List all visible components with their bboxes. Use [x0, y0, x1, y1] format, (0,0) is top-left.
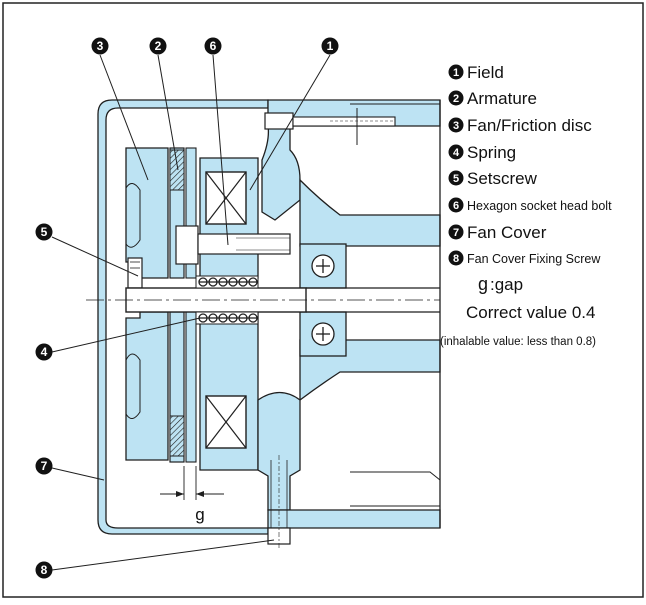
svg-text:Spring: Spring	[467, 143, 516, 162]
fan-cover	[97, 99, 269, 535]
svg-text:Hexagon socket head bolt: Hexagon socket head bolt	[467, 199, 612, 213]
callout-2: 2	[149, 37, 167, 55]
callout-4: 4	[35, 343, 53, 361]
callout-5: 5	[35, 223, 53, 241]
svg-text:Fan/Friction disc: Fan/Friction disc	[467, 116, 592, 135]
svg-text:7: 7	[41, 459, 48, 473]
svg-text:3: 3	[97, 39, 104, 53]
svg-text:3: 3	[453, 120, 459, 132]
callout-8: 8	[35, 561, 53, 579]
hex-bolt-shank	[197, 233, 291, 255]
setscrew	[127, 257, 143, 289]
svg-text:6: 6	[453, 200, 459, 212]
svg-text:4: 4	[453, 147, 460, 159]
svg-text::gap: :gap	[490, 275, 523, 294]
filled-circle-number-badge-icon	[448, 64, 464, 80]
hatched-friction-lining	[169, 149, 185, 191]
legend-item-gap: g :gap	[478, 274, 523, 294]
hatched-friction-lining	[169, 415, 185, 457]
svg-text:Armature: Armature	[467, 89, 537, 108]
svg-text:2: 2	[453, 93, 459, 105]
bolt-head-top	[264, 112, 294, 130]
callout-3: 3	[91, 37, 109, 55]
svg-text:Field: Field	[467, 63, 504, 82]
filled-circle-number-badge-icon	[448, 197, 464, 213]
svg-text:8: 8	[41, 563, 48, 577]
legend-item-setscrew: 5 Setscrew	[448, 169, 538, 188]
hex-bolt-head	[175, 225, 199, 265]
motor-housing-lower	[257, 391, 301, 511]
filled-circle-number-badge-icon	[448, 117, 464, 133]
svg-text:Fan Cover Fixing Screw: Fan Cover Fixing Screw	[467, 252, 601, 266]
svg-text:2: 2	[155, 39, 162, 53]
svg-text:Fan Cover: Fan Cover	[467, 223, 547, 242]
leader-lines	[51, 54, 331, 571]
coil-spring	[198, 277, 258, 323]
callout-1: 1	[321, 37, 339, 55]
filled-circle-number-badge-icon	[448, 90, 464, 106]
svg-text:8: 8	[453, 253, 459, 265]
svg-text:6: 6	[210, 39, 217, 53]
legend-item-field: 1 Field	[448, 63, 504, 82]
svg-text:7: 7	[453, 227, 459, 239]
gap-symbol-label: g	[195, 505, 204, 524]
svg-text:1: 1	[327, 39, 334, 53]
gap-inhalable-value: (inhalable value: less than 0.8)	[440, 336, 596, 348]
legend-item-fan-cover-screw: 8 Fan Cover Fixing Screw	[448, 250, 601, 266]
svg-text:5: 5	[41, 225, 48, 239]
motor-housing-right	[299, 178, 441, 247]
filled-circle-number-badge-icon	[448, 250, 464, 266]
gap-symbol: g	[478, 274, 488, 294]
fan-friction-disc-lower	[125, 311, 169, 461]
gap-correct-value: Correct value 0.4	[466, 303, 595, 322]
svg-text:5: 5	[453, 173, 459, 185]
legend-item-fan-cover: 7 Fan Cover	[448, 223, 547, 242]
page-border	[2, 2, 644, 598]
bolt-shank-top	[292, 116, 396, 127]
svg-text:Setscrew: Setscrew	[467, 169, 538, 188]
filled-circle-number-badge-icon	[448, 144, 464, 160]
filled-circle-number-badge-icon	[448, 224, 464, 240]
legend-item-armature: 2 Armature	[448, 89, 537, 108]
legend-item-spring: 4 Spring	[448, 143, 516, 162]
callout-7: 7	[35, 457, 53, 475]
svg-text:4: 4	[41, 345, 48, 359]
callout-6: 6	[204, 37, 222, 55]
legend: 1 Field 2 Armature 3 Fan/Friction disc 4…	[440, 63, 612, 348]
svg-text:1: 1	[453, 67, 459, 79]
motor-housing-bottom	[267, 509, 441, 529]
legend-item-hex-bolt: 6 Hexagon socket head bolt	[448, 197, 612, 213]
legend-item-fan-friction-disc: 3 Fan/Friction disc	[448, 116, 592, 135]
filled-circle-number-badge-icon	[448, 170, 464, 186]
